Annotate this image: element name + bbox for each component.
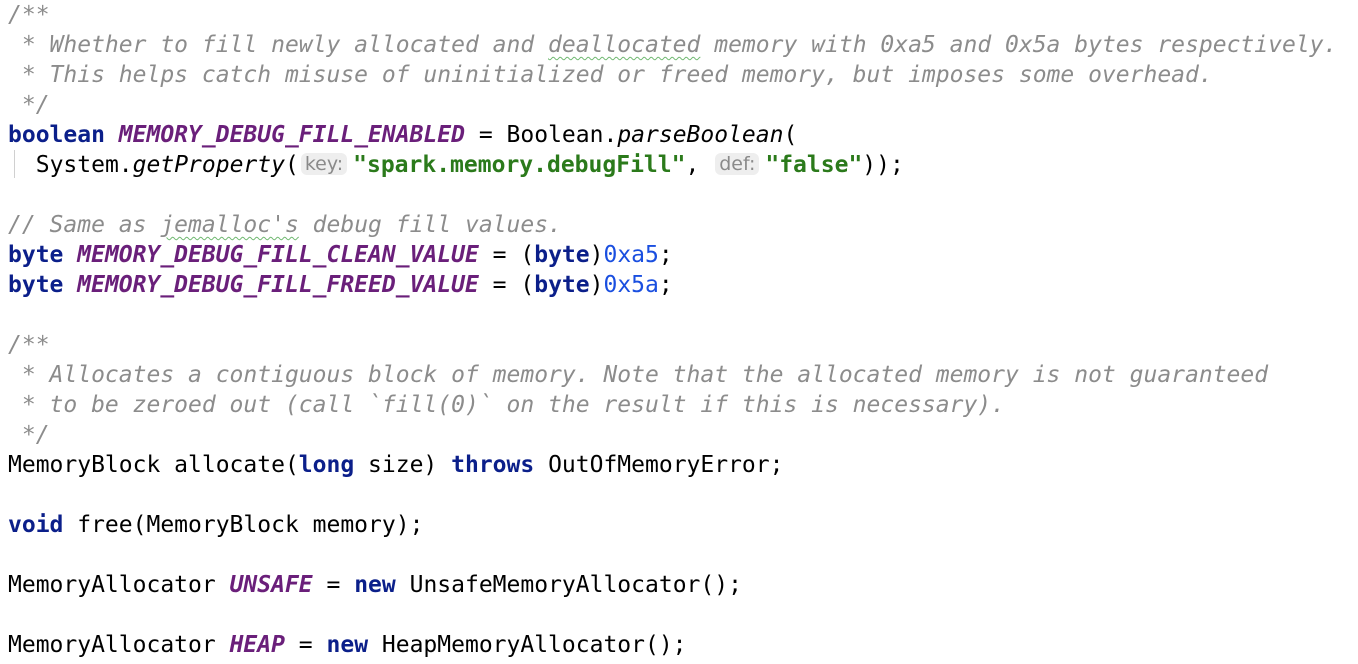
code-operator: = xyxy=(284,632,327,658)
code-operator: = xyxy=(464,122,507,148)
keyword-byte: byte xyxy=(8,272,64,298)
code-semicolon: ; xyxy=(658,242,673,268)
code-semicolon: ; xyxy=(658,272,673,298)
constant-unsafe[interactable]: UNSAFE xyxy=(229,572,313,598)
type-memory-allocator[interactable]: MemoryAllocator xyxy=(8,632,230,658)
keyword-throws: throws xyxy=(451,452,535,478)
code-operator: = xyxy=(312,572,355,598)
keyword-byte-cast: byte xyxy=(534,242,590,268)
keyword-new: new xyxy=(326,632,369,658)
method-parse-boolean[interactable]: parseBoolean xyxy=(617,122,784,148)
code-line-9[interactable]: byte MEMORY_DEBUG_FILL_CLEAN_VALUE = (by… xyxy=(8,240,673,270)
doc-comment-open: /** xyxy=(8,332,50,358)
spell-check-word: jemalloc's xyxy=(160,212,299,238)
code-operator: = ( xyxy=(478,272,535,298)
constant-fill-enabled[interactable]: MEMORY_DEBUG_FILL_ENABLED xyxy=(118,122,465,148)
param-size[interactable]: size) xyxy=(354,452,452,478)
code-line-4[interactable]: */ xyxy=(8,90,50,120)
code-closing: )); xyxy=(862,152,904,178)
code-line-10[interactable]: byte MEMORY_DEBUG_FILL_FREED_VALUE = (by… xyxy=(8,270,673,300)
code-line-16[interactable]: MemoryBlock allocate(long size) throws O… xyxy=(8,450,783,480)
keyword-byte: byte xyxy=(8,242,64,268)
doc-comment-text: memory with 0xa5 and 0x5a bytes respecti… xyxy=(700,32,1338,58)
keyword-long: long xyxy=(298,452,355,478)
line-comment-text: // Same as xyxy=(8,212,161,238)
code-line-18[interactable]: void free(MemoryBlock memory); xyxy=(8,510,423,540)
code-indent xyxy=(8,152,22,178)
code-paren: ) xyxy=(589,272,604,298)
code-paren: ) xyxy=(589,242,604,268)
type-memory-allocator[interactable]: MemoryAllocator xyxy=(8,572,230,598)
spell-check-word: deallocated xyxy=(548,32,701,58)
code-line-1[interactable]: /** xyxy=(8,0,50,30)
doc-comment-close: */ xyxy=(8,422,50,448)
code-line-14[interactable]: * to be zeroed out (call `fill(0)` on th… xyxy=(8,390,1005,420)
doc-comment-close: */ xyxy=(8,92,50,118)
parameter-hint-key: key: xyxy=(300,153,348,175)
code-paren: ( xyxy=(783,122,798,148)
code-paren: ( xyxy=(284,152,299,178)
code-line-15[interactable]: */ xyxy=(8,420,50,450)
doc-comment-text: * Allocates a contiguous block of memory… xyxy=(8,362,1269,388)
number-literal[interactable]: 0x5a xyxy=(603,272,659,298)
code-line-20[interactable]: MemoryAllocator UNSAFE = new UnsafeMemor… xyxy=(8,570,742,600)
keyword-void: void xyxy=(8,512,64,538)
number-literal[interactable]: 0xa5 xyxy=(603,242,659,268)
string-literal-def[interactable]: "false" xyxy=(765,152,863,178)
code-line-13[interactable]: * Allocates a contiguous block of memory… xyxy=(8,360,1268,390)
string-literal-key[interactable]: "spark.memory.debugFill" xyxy=(353,152,686,178)
code-line-8[interactable]: // Same as jemalloc's debug fill values. xyxy=(8,210,562,240)
constructor-unsafe[interactable]: UnsafeMemoryAllocator(); xyxy=(395,572,742,598)
keyword-byte-cast: byte xyxy=(534,272,590,298)
code-operator: = ( xyxy=(478,242,535,268)
code-line-5[interactable]: boolean MEMORY_DEBUG_FILL_ENABLED = Bool… xyxy=(8,120,797,150)
keyword-boolean: boolean xyxy=(8,122,105,148)
doc-comment-text: * to be zeroed out (call `fill(0)` on th… xyxy=(8,392,1005,418)
code-line-2[interactable]: * Whether to fill newly allocated and de… xyxy=(8,30,1338,60)
method-allocate-signature[interactable]: MemoryBlock allocate( xyxy=(8,452,299,478)
constructor-heap[interactable]: HeapMemoryAllocator(); xyxy=(368,632,687,658)
code-class-boolean[interactable]: Boolean. xyxy=(506,122,618,148)
indent-guide xyxy=(14,150,15,178)
doc-comment-open: /** xyxy=(8,2,50,28)
constant-heap[interactable]: HEAP xyxy=(229,632,285,658)
parameter-hint-def: def: xyxy=(715,153,760,175)
code-line-3[interactable]: * This helps catch misuse of uninitializ… xyxy=(8,60,1213,90)
code-class-system[interactable]: System. xyxy=(35,152,133,178)
constant-fill-freed-value[interactable]: MEMORY_DEBUG_FILL_FREED_VALUE xyxy=(77,272,479,298)
code-line-12[interactable]: /** xyxy=(8,330,50,360)
doc-comment-text: * Whether to fill newly allocated and xyxy=(8,32,549,58)
code-line-22[interactable]: MemoryAllocator HEAP = new HeapMemoryAll… xyxy=(8,630,687,660)
method-get-property[interactable]: getProperty xyxy=(132,152,285,178)
constant-fill-clean-value[interactable]: MEMORY_DEBUG_FILL_CLEAN_VALUE xyxy=(77,242,479,268)
keyword-new: new xyxy=(354,572,396,598)
doc-comment-text: * This helps catch misuse of uninitializ… xyxy=(8,62,1213,88)
code-comma: , xyxy=(685,152,700,178)
exception-type[interactable]: OutOfMemoryError; xyxy=(534,452,784,478)
code-line-6[interactable]: System.getProperty(key:"spark.memory.deb… xyxy=(8,150,904,180)
line-comment-text: debug fill values. xyxy=(298,212,562,238)
method-free-signature[interactable]: free(MemoryBlock memory); xyxy=(63,512,424,538)
